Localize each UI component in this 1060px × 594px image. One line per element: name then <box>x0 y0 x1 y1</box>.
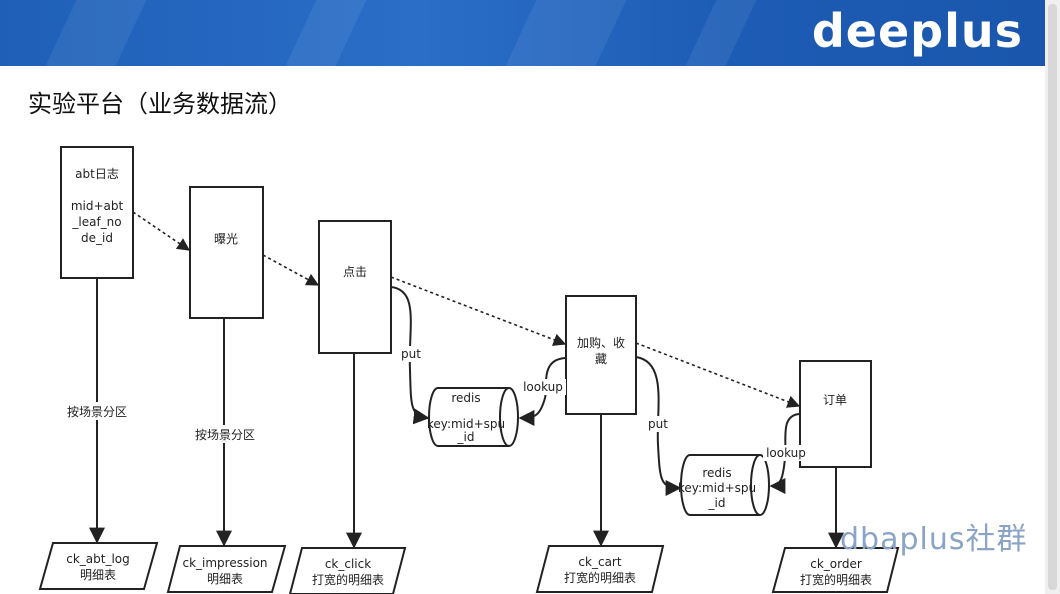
text-line: 打宽的明细表 <box>800 572 872 587</box>
text-line: _leaf_no <box>71 215 121 229</box>
table-ck-order <box>771 547 900 593</box>
flow-cart-to-order <box>635 342 801 408</box>
label-lookup-2: lookup <box>766 446 806 460</box>
put-arrow-2 <box>635 356 682 496</box>
text-line: _id <box>457 430 475 444</box>
label-put-2: put <box>648 417 668 431</box>
scrollbar-thumb[interactable] <box>1048 4 1057 590</box>
node-exposure-label: 曝光 <box>214 232 238 246</box>
text-line: ck_abt_log <box>66 552 130 566</box>
page-title: 实验平台（业务数据流） <box>28 90 292 118</box>
node-cart-box <box>565 295 637 415</box>
text-line: ck_cart <box>578 555 621 569</box>
table-ck-cart <box>535 545 665 593</box>
header-banner: deeplus <box>0 0 1045 66</box>
text-line: key:mid+spu <box>678 481 756 495</box>
table-ck-abt-log-label: ck_abt_log 明细表 <box>66 552 130 582</box>
text-line: 加购、收 <box>577 335 625 350</box>
text-line: 曝光 <box>214 232 238 246</box>
text-line: 明细表 <box>80 568 116 582</box>
label-put-1: put <box>401 347 421 361</box>
node-order-box <box>799 360 872 468</box>
table-ck-impression-label: ck_impression 明细表 <box>182 556 267 586</box>
text-line: ck_click <box>325 557 371 571</box>
flow-exposure-to-click <box>262 254 320 286</box>
vertical-scrollbar[interactable] <box>1045 0 1060 594</box>
lookup-arrow-1 <box>518 357 566 426</box>
text-line: 点击 <box>343 265 367 279</box>
node-click-box <box>318 220 392 354</box>
text-line: ck_order <box>810 557 862 571</box>
redis-cylinder-2 <box>680 454 770 516</box>
text-line: de_id <box>81 231 113 245</box>
dbaplus-watermark: dbaplus社群 <box>840 522 1028 557</box>
text-line: mid+abt <box>71 199 124 213</box>
put-arrow-1 <box>390 286 430 425</box>
text-line: ck_impression <box>182 556 267 570</box>
label-partition-2: 按场景分区 <box>195 428 255 442</box>
redis-cylinder-1 <box>428 387 519 447</box>
text-line: 打宽的明细表 <box>312 572 384 587</box>
node-cart-label: 加购、收藏 <box>577 335 625 366</box>
text-line: key:mid+spu <box>427 417 505 431</box>
text-line: 打宽的明细表 <box>564 570 636 585</box>
node-exposure-box <box>189 186 264 319</box>
node-order-label: 订单 <box>823 393 847 407</box>
text-line: 明细表 <box>207 572 243 586</box>
deeplus-logo: deeplus <box>811 4 1023 58</box>
flow-click-to-cart <box>390 276 567 346</box>
redis-1-label: redis key:mid+spu_id <box>427 391 505 444</box>
text-line: abt日志 <box>75 167 119 181</box>
flow-abt-to-exposure <box>132 211 191 251</box>
node-abt-log-label: abt日志 mid+abt _leaf_no de_id <box>71 167 124 245</box>
text-line: 藏 <box>595 352 607 366</box>
text-line: redis <box>451 391 480 405</box>
label-partition-1: 按场景分区 <box>67 405 127 419</box>
text-line: _id <box>708 496 726 510</box>
text-line: redis <box>702 466 731 480</box>
text-line: 订单 <box>823 393 847 407</box>
table-ck-abt-log <box>38 542 159 590</box>
node-click-label: 点击 <box>343 265 367 279</box>
table-ck-impression <box>166 545 287 593</box>
label-lookup-1: lookup <box>523 380 563 394</box>
table-ck-click <box>288 547 407 594</box>
